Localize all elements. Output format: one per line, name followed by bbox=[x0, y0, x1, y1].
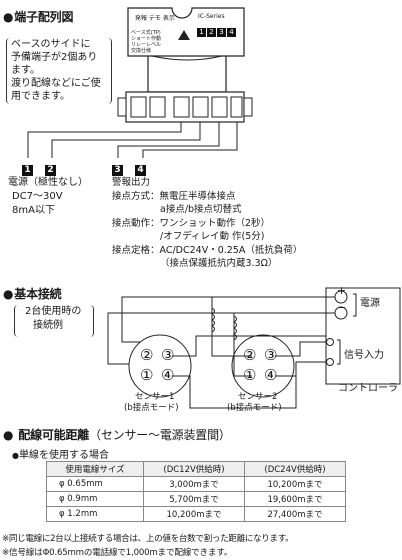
device-terminal-1: 1 bbox=[199, 28, 204, 36]
alarm-spec: 警報出力 接点方式：無電圧半導体接点 a接点/b接点切替式 接点動作：ワンショッ… bbox=[112, 176, 302, 271]
sensor-2-terminal-3: ③ bbox=[264, 346, 278, 364]
device-top-label: 発報 デモ 表示 bbox=[135, 15, 175, 22]
alarm-line: 接点定格：AC/DC24V・0.25A（抵抗負荷） bbox=[112, 244, 303, 256]
sensor-1-terminal-2: ② bbox=[140, 346, 154, 364]
single-wire-heading: ●単線を使用する場合 bbox=[12, 450, 109, 461]
alarm-line: 接点動作：ワンショット動作（2秒） bbox=[112, 217, 271, 229]
sensor-1-name: センサー1 bbox=[135, 392, 175, 402]
example-line: 2台使用時の bbox=[25, 306, 82, 317]
sensor-1-terminal-4: ④ bbox=[161, 366, 175, 384]
device-top-box bbox=[127, 7, 245, 57]
table-cell: 3,000mまで bbox=[143, 476, 245, 492]
sensor-1-mode: (b接点モード) bbox=[124, 403, 179, 413]
power-voltage: DC7～30V bbox=[12, 191, 63, 202]
terminal-badge-4: 4 bbox=[135, 165, 146, 176]
plus-label: + bbox=[336, 284, 347, 297]
alarm-line: （接点保護抵抗内蔵3.3Ω） bbox=[160, 258, 278, 269]
section-title-basic-connection: 基本接続 bbox=[3, 285, 61, 302]
terminal-badge-3: 3 bbox=[112, 165, 123, 176]
note-line: ベースのサイドに bbox=[11, 39, 91, 50]
table-cell: 10,200mまで bbox=[143, 506, 245, 522]
sensor-2-terminal-2: ② bbox=[243, 346, 257, 364]
alarm-line: /オフディレイ動 作(5分) bbox=[160, 231, 265, 242]
minus-label: − bbox=[336, 301, 347, 314]
terminal-slots bbox=[130, 96, 243, 118]
note-line: ます。 bbox=[11, 65, 40, 76]
device-side-labels: ベース式(TP) ショート作動 リレーレベル 交換仕様 bbox=[131, 30, 161, 54]
sensor-1-terminal-3: ③ bbox=[161, 346, 175, 364]
note-line: 予備端子が2個あり bbox=[11, 52, 98, 63]
section-title-terminal-layout: 端子配列図 bbox=[3, 8, 73, 25]
table-cell: φ 0.9mm bbox=[46, 491, 144, 507]
alarm-line: a接点/b接点切替式 bbox=[160, 204, 242, 215]
table-row: φ 1.2mm 10,200mまで 27,400mまで bbox=[46, 506, 346, 522]
two-unit-example-note: 2台使用時の 接続例 bbox=[14, 305, 94, 337]
sensor-2-terminal-1: ① bbox=[243, 366, 257, 384]
device-terminal-2: 2 bbox=[209, 28, 214, 36]
sensor-2-terminal-4: ④ bbox=[264, 366, 278, 384]
device-side-label: リレーレベル bbox=[131, 42, 162, 48]
table-cell: φ 1.2mm bbox=[46, 506, 144, 522]
terminal-device-diagram bbox=[27, 7, 253, 158]
note-line: 渡り配線などにご使 bbox=[11, 78, 101, 89]
wiring-distance-subtitle: （センサー〜電源装置間） bbox=[89, 428, 231, 442]
terminal-badge-1: 1 bbox=[22, 165, 33, 176]
controller-signal-label: 信号入力 bbox=[344, 350, 384, 361]
alarm-line: 接点方式：無電圧半導体接点 bbox=[112, 190, 236, 202]
footnote-signal-line: ※信号線はΦ0.65mmの電話線で1,000mまで配線できます。 bbox=[2, 548, 233, 558]
note-line: 用できます。 bbox=[11, 91, 70, 102]
example-line: 接続例 bbox=[33, 320, 63, 331]
sensor-1-circle bbox=[128, 334, 192, 398]
table-header: (DC24V供給時) bbox=[244, 461, 346, 477]
wiring-diagram bbox=[107, 287, 401, 409]
table-header: 使用電線サイズ bbox=[46, 461, 144, 477]
section-title-wiring-distance: 配線可能距離（センサー〜電源装置間） bbox=[3, 426, 231, 443]
sensor-2-mode: (b接点モード) bbox=[227, 403, 282, 413]
controller-name: コントローラ bbox=[338, 383, 398, 394]
table-header: (DC12V供給時) bbox=[143, 461, 245, 477]
single-wire-label: 単線を使用する場合 bbox=[18, 450, 109, 461]
table-row: φ 0.65mm 3,000mまで 10,200mまで bbox=[46, 476, 346, 492]
power-spec: 電源（極性なし） DC7～30V 8mA以下 bbox=[8, 176, 88, 218]
sensor-1-terminal-1: ① bbox=[140, 366, 154, 384]
sensor-2-circle bbox=[231, 334, 295, 398]
wiring-distance-table: 使用電線サイズ (DC12V供給時) (DC24V供給時) φ 0.65mm 3… bbox=[46, 461, 346, 522]
device-terminal-3: 3 bbox=[219, 28, 224, 36]
device-code-label: IC-Series bbox=[198, 13, 225, 20]
power-title: 電源（極性なし） bbox=[8, 177, 88, 188]
device-side-label: ショート作動 bbox=[131, 36, 162, 42]
device-side-label: 交換仕様 bbox=[131, 48, 152, 54]
sensor-2-name: センサー2 bbox=[238, 392, 278, 402]
spare-terminal-note: ベースのサイドに 予備端子が2個あり ます。 渡り配線などにご使 用できます。 bbox=[6, 38, 112, 104]
device-side-label: ベース式(TP) bbox=[131, 30, 161, 36]
table-cell: 19,600mまで bbox=[244, 491, 346, 507]
wiring-distance-title: 配線可能距離 bbox=[18, 428, 90, 442]
table-header-row: 使用電線サイズ (DC12V供給時) (DC24V供給時) bbox=[46, 461, 346, 477]
device-terminal-4: 4 bbox=[229, 28, 234, 36]
table-cell: 27,400mまで bbox=[244, 506, 346, 522]
footnote-multiple-units: ※同じ電線に2台以上接続する場合は、上の値を台数で割った距離になります。 bbox=[2, 534, 294, 544]
table-row: φ 0.9mm 5,700mまで 19,600mまで bbox=[46, 491, 346, 507]
table-cell: 10,200mまで bbox=[244, 476, 346, 492]
terminal-badge-2: 2 bbox=[45, 165, 56, 176]
alarm-title: 警報出力 bbox=[112, 177, 151, 188]
power-current: 8mA以下 bbox=[12, 205, 55, 216]
controller-power-label: 電源 bbox=[360, 298, 380, 309]
table-cell: 5,700mまで bbox=[143, 491, 245, 507]
table-cell: φ 0.65mm bbox=[46, 476, 144, 492]
